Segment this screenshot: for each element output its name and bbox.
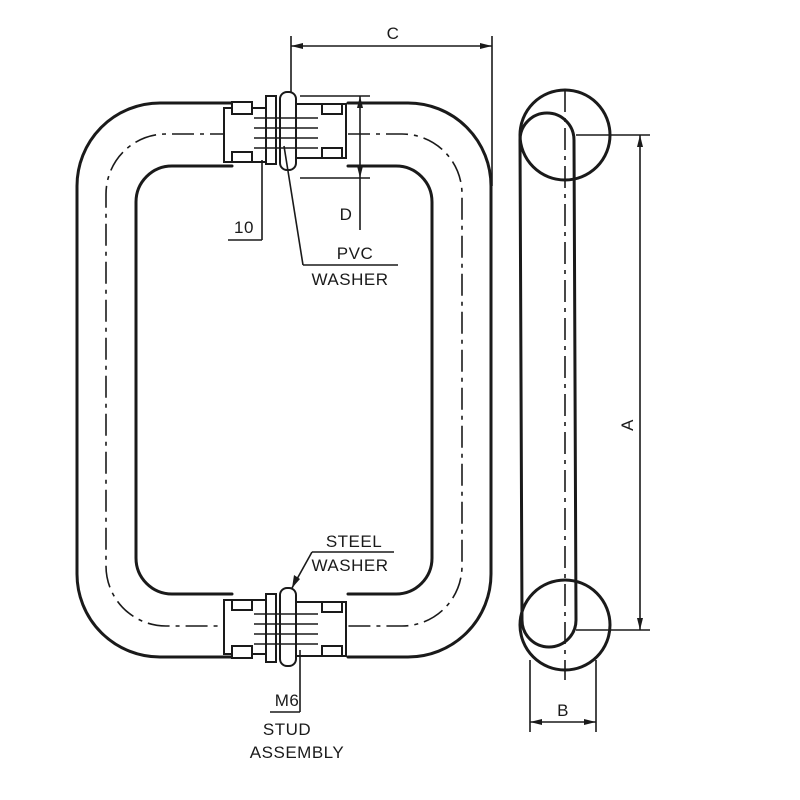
- pvc-washer: [279, 91, 297, 171]
- m6-stud-label-line3: ASSEMBLY: [250, 743, 344, 762]
- pvc-washer-label-line1: PVC: [337, 244, 373, 263]
- dimension-10-label: 10: [234, 218, 254, 237]
- side-view: A B: [518, 88, 650, 732]
- m6-stud-callout: M6 STUD ASSEMBLY: [250, 650, 344, 762]
- handle-inner-profile: [134, 164, 434, 596]
- dimension-a-label: A: [618, 419, 637, 431]
- dimension-a: A: [576, 134, 650, 631]
- pvc-washer-callout: PVC WASHER: [283, 145, 398, 289]
- side-bar-outline: [518, 111, 578, 649]
- dimension-10: 10: [228, 160, 263, 241]
- pvc-washer-label-line2: WASHER: [312, 270, 389, 289]
- dimension-b-label: B: [557, 701, 569, 720]
- steel-washer-label-line1: STEEL: [326, 532, 382, 551]
- handle-centerline: [105, 133, 463, 627]
- dimension-b: B: [529, 660, 597, 732]
- steel-washer: [279, 587, 297, 667]
- top-fixing-assembly: [223, 91, 347, 171]
- dimension-d-label: D: [340, 205, 353, 224]
- m6-stud-label-line1: M6: [275, 691, 300, 710]
- front-view: C D 10 PVC WASHER STEE: [75, 24, 493, 762]
- dimension-c-label: C: [387, 24, 400, 43]
- dimension-c: C: [290, 24, 493, 186]
- steel-washer-callout: STEEL WASHER: [291, 532, 394, 589]
- bottom-fixing-assembly: [223, 587, 347, 667]
- steel-washer-label-line2: WASHER: [312, 556, 389, 575]
- m6-stud-label-line2: STUD: [263, 720, 311, 739]
- dimension-d: D: [300, 95, 370, 230]
- handle-outer-profile: [75, 101, 493, 659]
